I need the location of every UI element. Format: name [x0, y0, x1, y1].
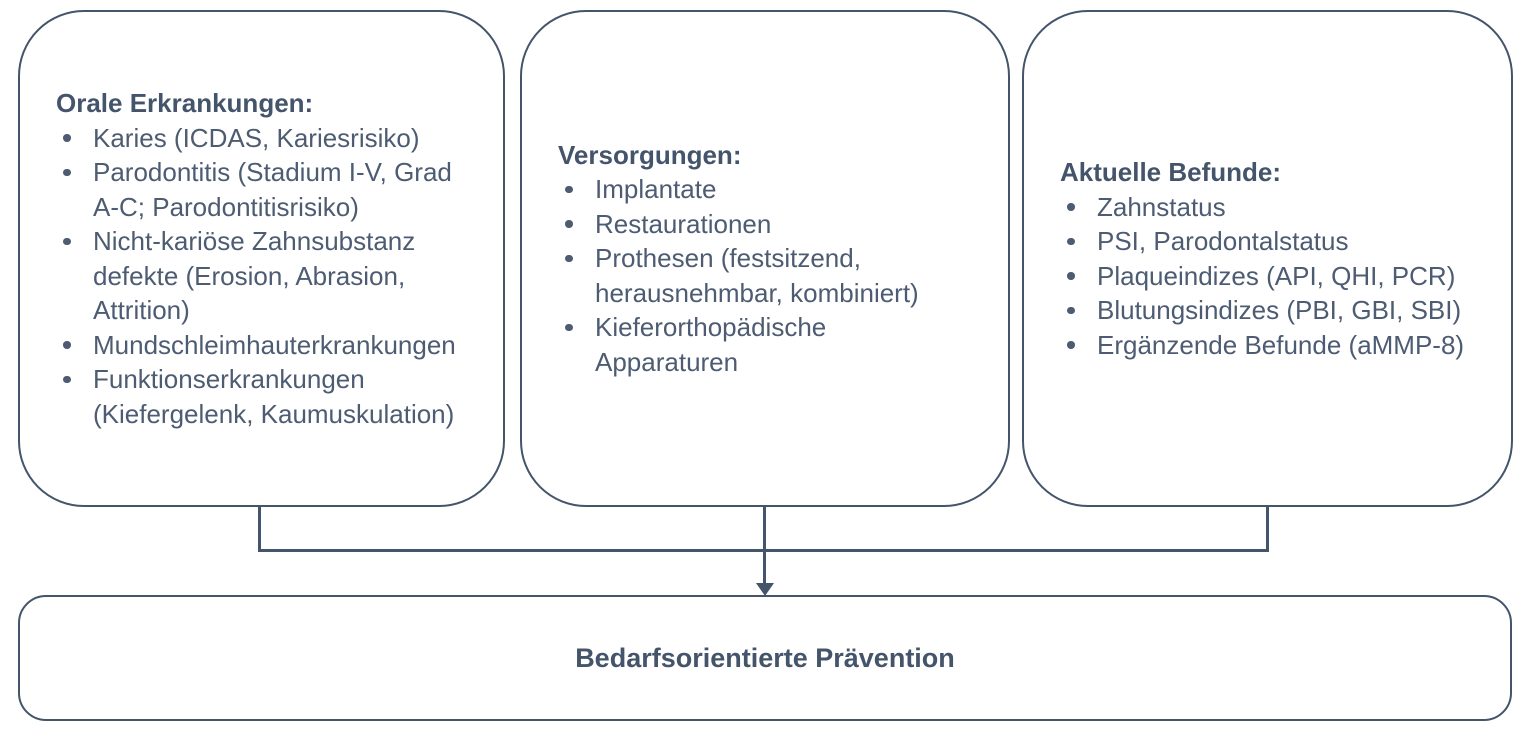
connector-line-center	[763, 506, 766, 588]
connector-line-left	[258, 506, 261, 552]
list-item: Restaurationen	[558, 207, 990, 242]
list-item: Implantate	[558, 172, 990, 207]
box-title-aktuelle-befunde: Aktuelle Befunde:	[1060, 157, 1282, 187]
list-item: Blutungsindizes (PBI, GBI, SBI)	[1060, 293, 1493, 328]
connector-line-right	[1266, 506, 1269, 552]
list-item: Mundschleimhauterkrankungen	[56, 328, 485, 363]
list-item: Kieferorthopädische Apparaturen	[558, 310, 990, 379]
arrow-down-icon	[755, 583, 774, 596]
list-item: Karies (ICDAS, Kariesrisiko)	[56, 121, 485, 156]
list-item: Prothesen (festsitzend, herausnehmbar, k…	[558, 241, 990, 310]
list-item: Ergänzende Befunde (aMMP-8)	[1060, 328, 1493, 363]
list-item: Parodontitis (Stadium I-V, Grad A-C; Par…	[56, 155, 485, 224]
list-item: Nicht-kariöse Zahnsubstanz defekte (Eros…	[56, 224, 485, 328]
box-content: Orale Erkrankungen: Karies (ICDAS, Karie…	[20, 86, 503, 431]
list-item: Zahnstatus	[1060, 190, 1493, 225]
list-item: Plaqueindizes (API, QHI, PCR)	[1060, 259, 1493, 294]
list-item: Funktionserkrankungen (Kiefergelenk, Kau…	[56, 362, 485, 431]
box-title-orale-erkrankungen: Orale Erkrankungen:	[56, 88, 314, 118]
bullet-list-orale-erkrankungen: Karies (ICDAS, Kariesrisiko)Parodontitis…	[56, 121, 485, 432]
result-box-praevention: Bedarfsorientierte Prävention	[18, 595, 1512, 721]
result-box-label: Bedarfsorientierte Prävention	[575, 642, 955, 673]
list-item: PSI, Parodontalstatus	[1060, 224, 1493, 259]
box-title-versorgungen: Versorgungen:	[558, 139, 742, 170]
source-box-orale-erkrankungen: Orale Erkrankungen: Karies (ICDAS, Karie…	[18, 10, 505, 507]
